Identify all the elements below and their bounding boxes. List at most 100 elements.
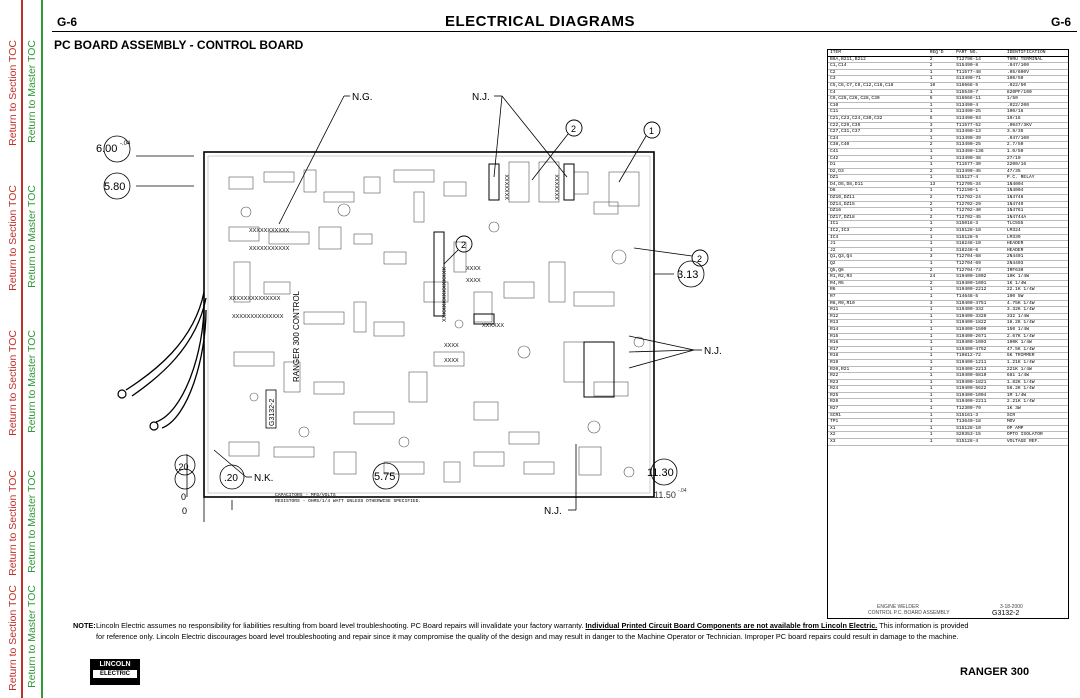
part-no-cell: S13490-136 [954,148,1005,156]
return-master-toc-link-4[interactable]: Return to Master TOC [26,470,38,573]
part-no-cell: S15128-5 [954,234,1005,242]
note-text-1: Lincoln Electric assumes no responsibili… [96,621,586,630]
item-cell: IC4 [828,234,928,242]
note-label: NOTE: [73,621,96,630]
part-no-cell: T12704-69 [954,260,1005,268]
identification-cell: 1N4749 [1004,201,1068,209]
return-section-toc-link-1[interactable]: Return to Section TOC [7,40,19,146]
brand-top: LINCOLN [99,661,131,668]
reqd-cell: 1 [927,392,955,400]
part-no-cell: T12300-79 [954,405,1005,413]
dim-1130: 11.30 [647,467,674,479]
return-section-toc-link-5[interactable]: Return to Section TOC [7,585,19,691]
col-item: ITEM [828,50,928,57]
item-cell: R15 [828,333,928,341]
identification-cell: 1N4004 [1004,181,1068,189]
part-no-cell: S13490-13 [954,128,1005,136]
dim-020: .20 [176,462,189,472]
page-title: ELECTRICAL DIAGRAMS [444,13,636,30]
item-cell: R14 [828,326,928,334]
toc-sidebar: Return to Section TOC Return to Master T… [0,0,46,698]
identification-cell: 1K 1/4W [1004,280,1068,288]
return-master-toc-link-1[interactable]: Return to Master TOC [26,40,38,143]
part-no-cell: S19400-1002 [954,273,1005,281]
part-no-cell: S15127-4 [954,174,1005,182]
item-cell: TP1 [828,418,928,426]
reqd-cell: 1 [927,102,955,110]
item-cell: C21,C23,C24,C30,C32 [828,115,928,123]
part-no-cell: S13490-39 [954,135,1005,143]
ref-engine-welder: ENGINE WELDER [877,604,919,610]
identification-cell: 332 1/4W [1004,313,1068,321]
part-no-cell: S19400-5622 [954,385,1005,393]
part-no-cell: S18248-6 [954,247,1005,255]
ring-terminal-2 [149,421,159,431]
reqd-cell: 3 [927,253,955,261]
item-cell: IC1 [828,220,928,229]
part-no-cell: S13490-93 [954,115,1005,123]
identification-cell: 10/16 [1004,115,1068,123]
return-section-toc-link-2[interactable]: Return to Section TOC [7,185,19,291]
item-cell: B6A,B211,B212 [828,56,928,64]
return-master-toc-link-3[interactable]: Return to Master TOC [26,330,38,433]
item-cell: R25 [828,392,928,400]
return-section-toc-link-4[interactable]: Return to Section TOC [7,470,19,576]
item-cell: R12 [828,313,928,321]
pc-board-diagram: XXXXXXXXXXX XXXXXXXXXXX XXXXXXXXXXXXXX X… [96,92,722,522]
dim-0-left: 0 [181,492,186,502]
identification-cell: 2N4401 [1004,253,1068,261]
reqd-cell: 1 [927,339,955,347]
reqd-cell: 2 [927,56,955,64]
identification-cell: 5K TRIMMER [1004,352,1068,360]
part-no-cell: S19400-1003 [954,339,1005,347]
reqd-cell: 1 [927,346,955,354]
part-no-cell: S19400-4751 [954,300,1005,308]
item-cell: C41 [828,148,928,156]
item-cell: DZ17,DZ18 [828,214,928,222]
resistors-note: RESISTORS - OHMS/1/4 WATT UNLESS OTHERWI… [275,499,422,504]
item-cell: Q2 [828,260,928,268]
item-cell: SCR1 [828,412,928,420]
return-master-toc-link-2[interactable]: Return to Master TOC [26,185,38,288]
return-section-toc-link-3[interactable]: Return to Section TOC [7,330,19,436]
reqd-cell: 1 [927,385,955,393]
callout-nj-top-leaders [493,95,568,178]
item-cell: D1 [828,161,928,169]
master-divider-line [41,0,43,698]
identification-cell: 18.2K 1/4W [1004,319,1068,327]
svg-text:XXXX: XXXX [444,343,459,349]
dim-575-circle [372,462,400,490]
identification-cell: 1M 1/4W [1004,392,1068,400]
part-no-cell: S20353-15 [954,431,1005,440]
capacitors-note: CAPACITORS - MFD/VOLTS [275,493,336,498]
part-no-cell: T12702-29 [954,201,1005,209]
identification-cell: 3.9/35 [1004,128,1068,136]
identification-cell: 56.2K 1/4W [1004,385,1068,393]
return-master-toc-link-5[interactable]: Return to Master TOC [26,585,38,688]
identification-cell: SCR [1004,412,1068,420]
dim-600: 6.00 [96,143,117,155]
ref-date: 3-18-2000 [1000,604,1023,610]
item-cell: R7 [828,293,928,301]
item-cell: C2 [828,69,928,77]
reqd-cell: 2 [927,280,955,288]
part-no-cell: T12705-34 [954,181,1005,189]
identification-cell: IRF630 [1004,267,1068,275]
reqd-cell: 24 [927,273,955,281]
part-no-cell: T11577-48 [954,69,1005,77]
reqd-cell: 2 [927,194,955,202]
identification-cell: 22.1K 1/4W [1004,286,1068,294]
